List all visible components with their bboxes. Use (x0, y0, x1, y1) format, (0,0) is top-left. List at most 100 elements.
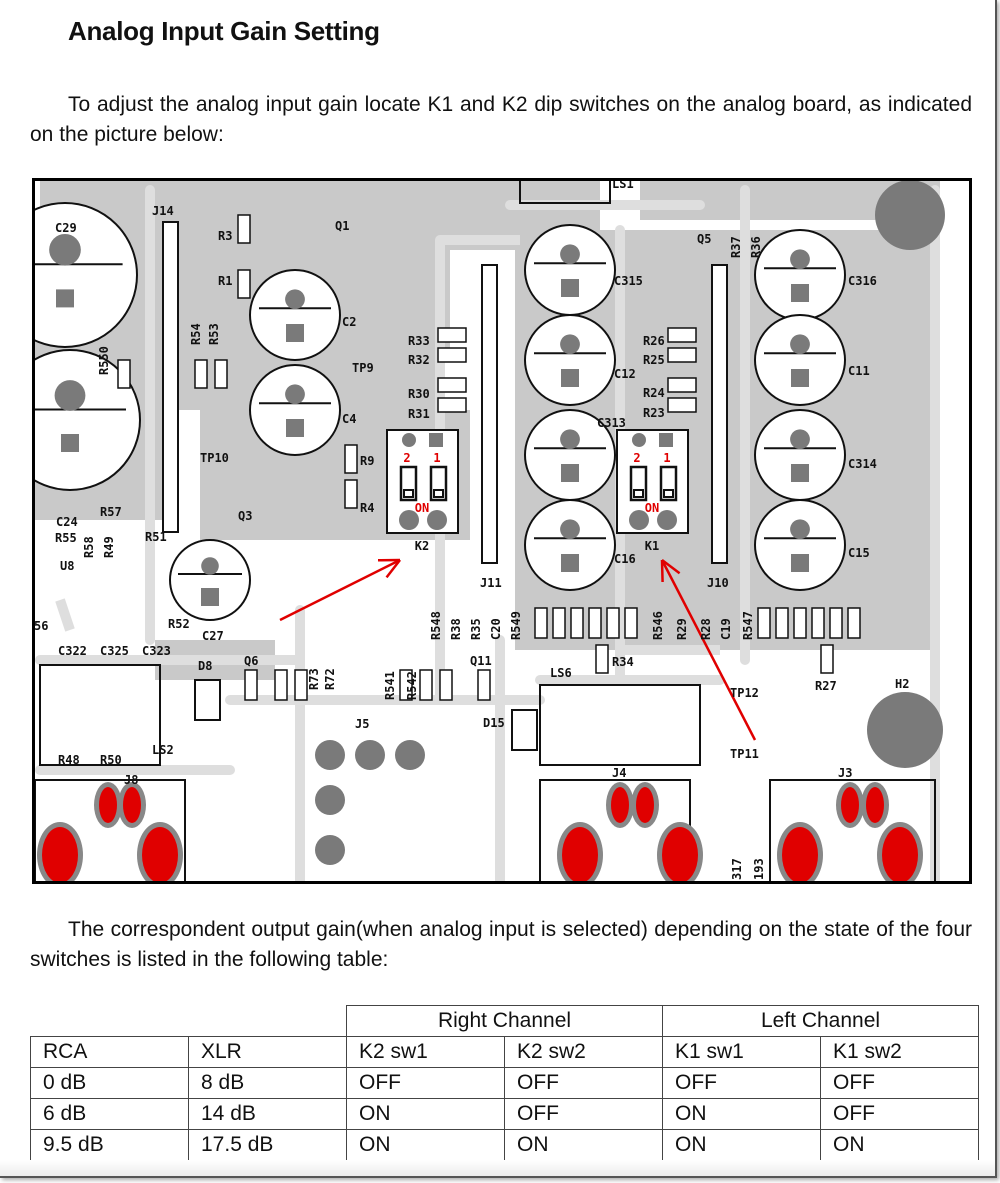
resistor (811, 607, 825, 639)
table-row: 0 dB 8 dB OFF OFF OFF OFF (30, 1067, 979, 1099)
capacitor-pad (49, 233, 81, 266)
resistor (624, 607, 638, 639)
cell: 6 dB (30, 1098, 189, 1130)
pcb-silkscreen-label: R3 (218, 229, 232, 243)
cell: ON (504, 1129, 663, 1161)
red-pad (99, 787, 117, 823)
pcb-silkscreen-label: J4 (612, 766, 626, 780)
capacitor-body (524, 314, 616, 406)
capacitor-pad (790, 519, 810, 540)
connector-pad (315, 740, 345, 770)
pcb-silkscreen-label: R72 (323, 668, 337, 690)
pcb-silkscreen-label: TP10 (200, 451, 229, 465)
resistor (437, 377, 467, 393)
connector-pad (315, 785, 345, 815)
resistor (237, 214, 251, 244)
pcb-silkscreen-label: D15 (483, 716, 505, 730)
red-pad (42, 827, 78, 881)
dip-switch-k1-switch-label: 1 (663, 451, 670, 465)
capacitor-body (249, 269, 341, 361)
resistor (437, 397, 467, 413)
pcb-silkscreen-label: C322 (58, 644, 87, 658)
dip-switch-k2-pad (427, 510, 447, 530)
dip-switch-k2-switch-actuator (433, 489, 444, 498)
capacitor-square-pad (791, 369, 809, 387)
capacitor-square-pad (561, 369, 579, 387)
pcb-silkscreen-label: R541 (383, 671, 397, 700)
pcb-silkscreen-label: R27 (815, 679, 837, 693)
capacitor-pad (285, 289, 305, 310)
red-pad (636, 787, 654, 823)
red-pad (866, 787, 884, 823)
pcb-silkscreen-label: Q5 (697, 232, 711, 246)
red-pad (882, 827, 918, 881)
cell: 14 dB (188, 1098, 347, 1130)
pcb-silkscreen-label: 56 (35, 619, 48, 633)
capacitor-square-pad (61, 434, 79, 452)
pcb-silkscreen-label: R73 (307, 668, 321, 690)
red-pad (782, 827, 818, 881)
capacitor-body (754, 229, 846, 321)
resistor (117, 359, 131, 389)
pcb-silkscreen-label: H2 (895, 677, 909, 691)
cell: 0 dB (30, 1067, 189, 1099)
pcb-silkscreen-label: R48 (58, 753, 80, 767)
dip-switch-k1-body (616, 429, 689, 534)
pcb-silkscreen-label: C4 (342, 412, 356, 426)
cell: OFF (662, 1067, 821, 1099)
pcb-silkscreen-label: J3 (838, 766, 852, 780)
pcb-silkscreen-label: R25 (643, 353, 665, 367)
capacitor-body (754, 499, 846, 591)
pcb-silkscreen-label: C325 (100, 644, 129, 658)
cell: ON (820, 1129, 979, 1161)
intro-paragraph: To adjust the analog input gain locate K… (30, 93, 972, 146)
cell: ON (662, 1129, 821, 1161)
pcb-silkscreen-label: Q6 (244, 654, 258, 668)
pcb-silkscreen-label: C12 (614, 367, 636, 381)
col-header: K2 sw2 (504, 1036, 663, 1068)
dip-switch-k2-pad (429, 433, 443, 447)
dip-switch-k1-on-label: ON (645, 501, 659, 515)
capacitor-square-pad (286, 419, 304, 437)
cell: 17.5 dB (188, 1129, 347, 1161)
capacitor-square-pad (56, 289, 74, 308)
pcb-silkscreen-label: R542 (405, 671, 419, 700)
pcb-silkscreen-label: C19 (719, 618, 733, 640)
capacitor-pad (790, 249, 810, 270)
pcb-silkscreen-label: J11 (480, 576, 502, 590)
pcb-silkscreen-label: R547 (741, 611, 755, 640)
col-header: K1 sw2 (820, 1036, 979, 1068)
pcb-silkscreen-label: R9 (360, 454, 374, 468)
dip-switch-k1-pad (659, 433, 673, 447)
red-pad (841, 787, 859, 823)
dip-switch-k2-pad (399, 510, 419, 530)
pcb-silkscreen-label: C20 (489, 618, 503, 640)
resistor (294, 669, 308, 701)
pcb-silkscreen-label: C315 (614, 274, 643, 288)
resistor (214, 359, 228, 389)
capacitor-square-pad (791, 284, 809, 302)
pcb-silkscreen-label: R37 (729, 236, 743, 258)
pcb-silkscreen-label: R49 (102, 536, 116, 558)
pcb-silkscreen-label: R30 (408, 387, 430, 401)
pcb-silkscreen-label: R58 (82, 536, 96, 558)
pcb-silkscreen-label: C314 (848, 457, 877, 471)
red-arrow-k1 (660, 559, 757, 741)
pcb-silkscreen-label: LS1 (612, 181, 634, 191)
cell: 8 dB (188, 1067, 347, 1099)
pcb-silkscreen-label: J10 (707, 576, 729, 590)
col-header: K1 sw1 (662, 1036, 821, 1068)
resistor (606, 607, 620, 639)
pin-header (711, 264, 728, 564)
pcb-silkscreen-label: D8 (198, 659, 212, 673)
resistor (344, 479, 358, 509)
capacitor-body (754, 314, 846, 406)
pcb-silkscreen-label: R1 (218, 274, 232, 288)
pcb-silkscreen-label: R32 (408, 353, 430, 367)
mounting-hole-h1 (875, 181, 945, 250)
pcb-silkscreen-label: 317 (730, 858, 744, 880)
resistor (847, 607, 861, 639)
pcb-silkscreen-label: J14 (152, 204, 174, 218)
capacitor-pad (54, 380, 86, 411)
